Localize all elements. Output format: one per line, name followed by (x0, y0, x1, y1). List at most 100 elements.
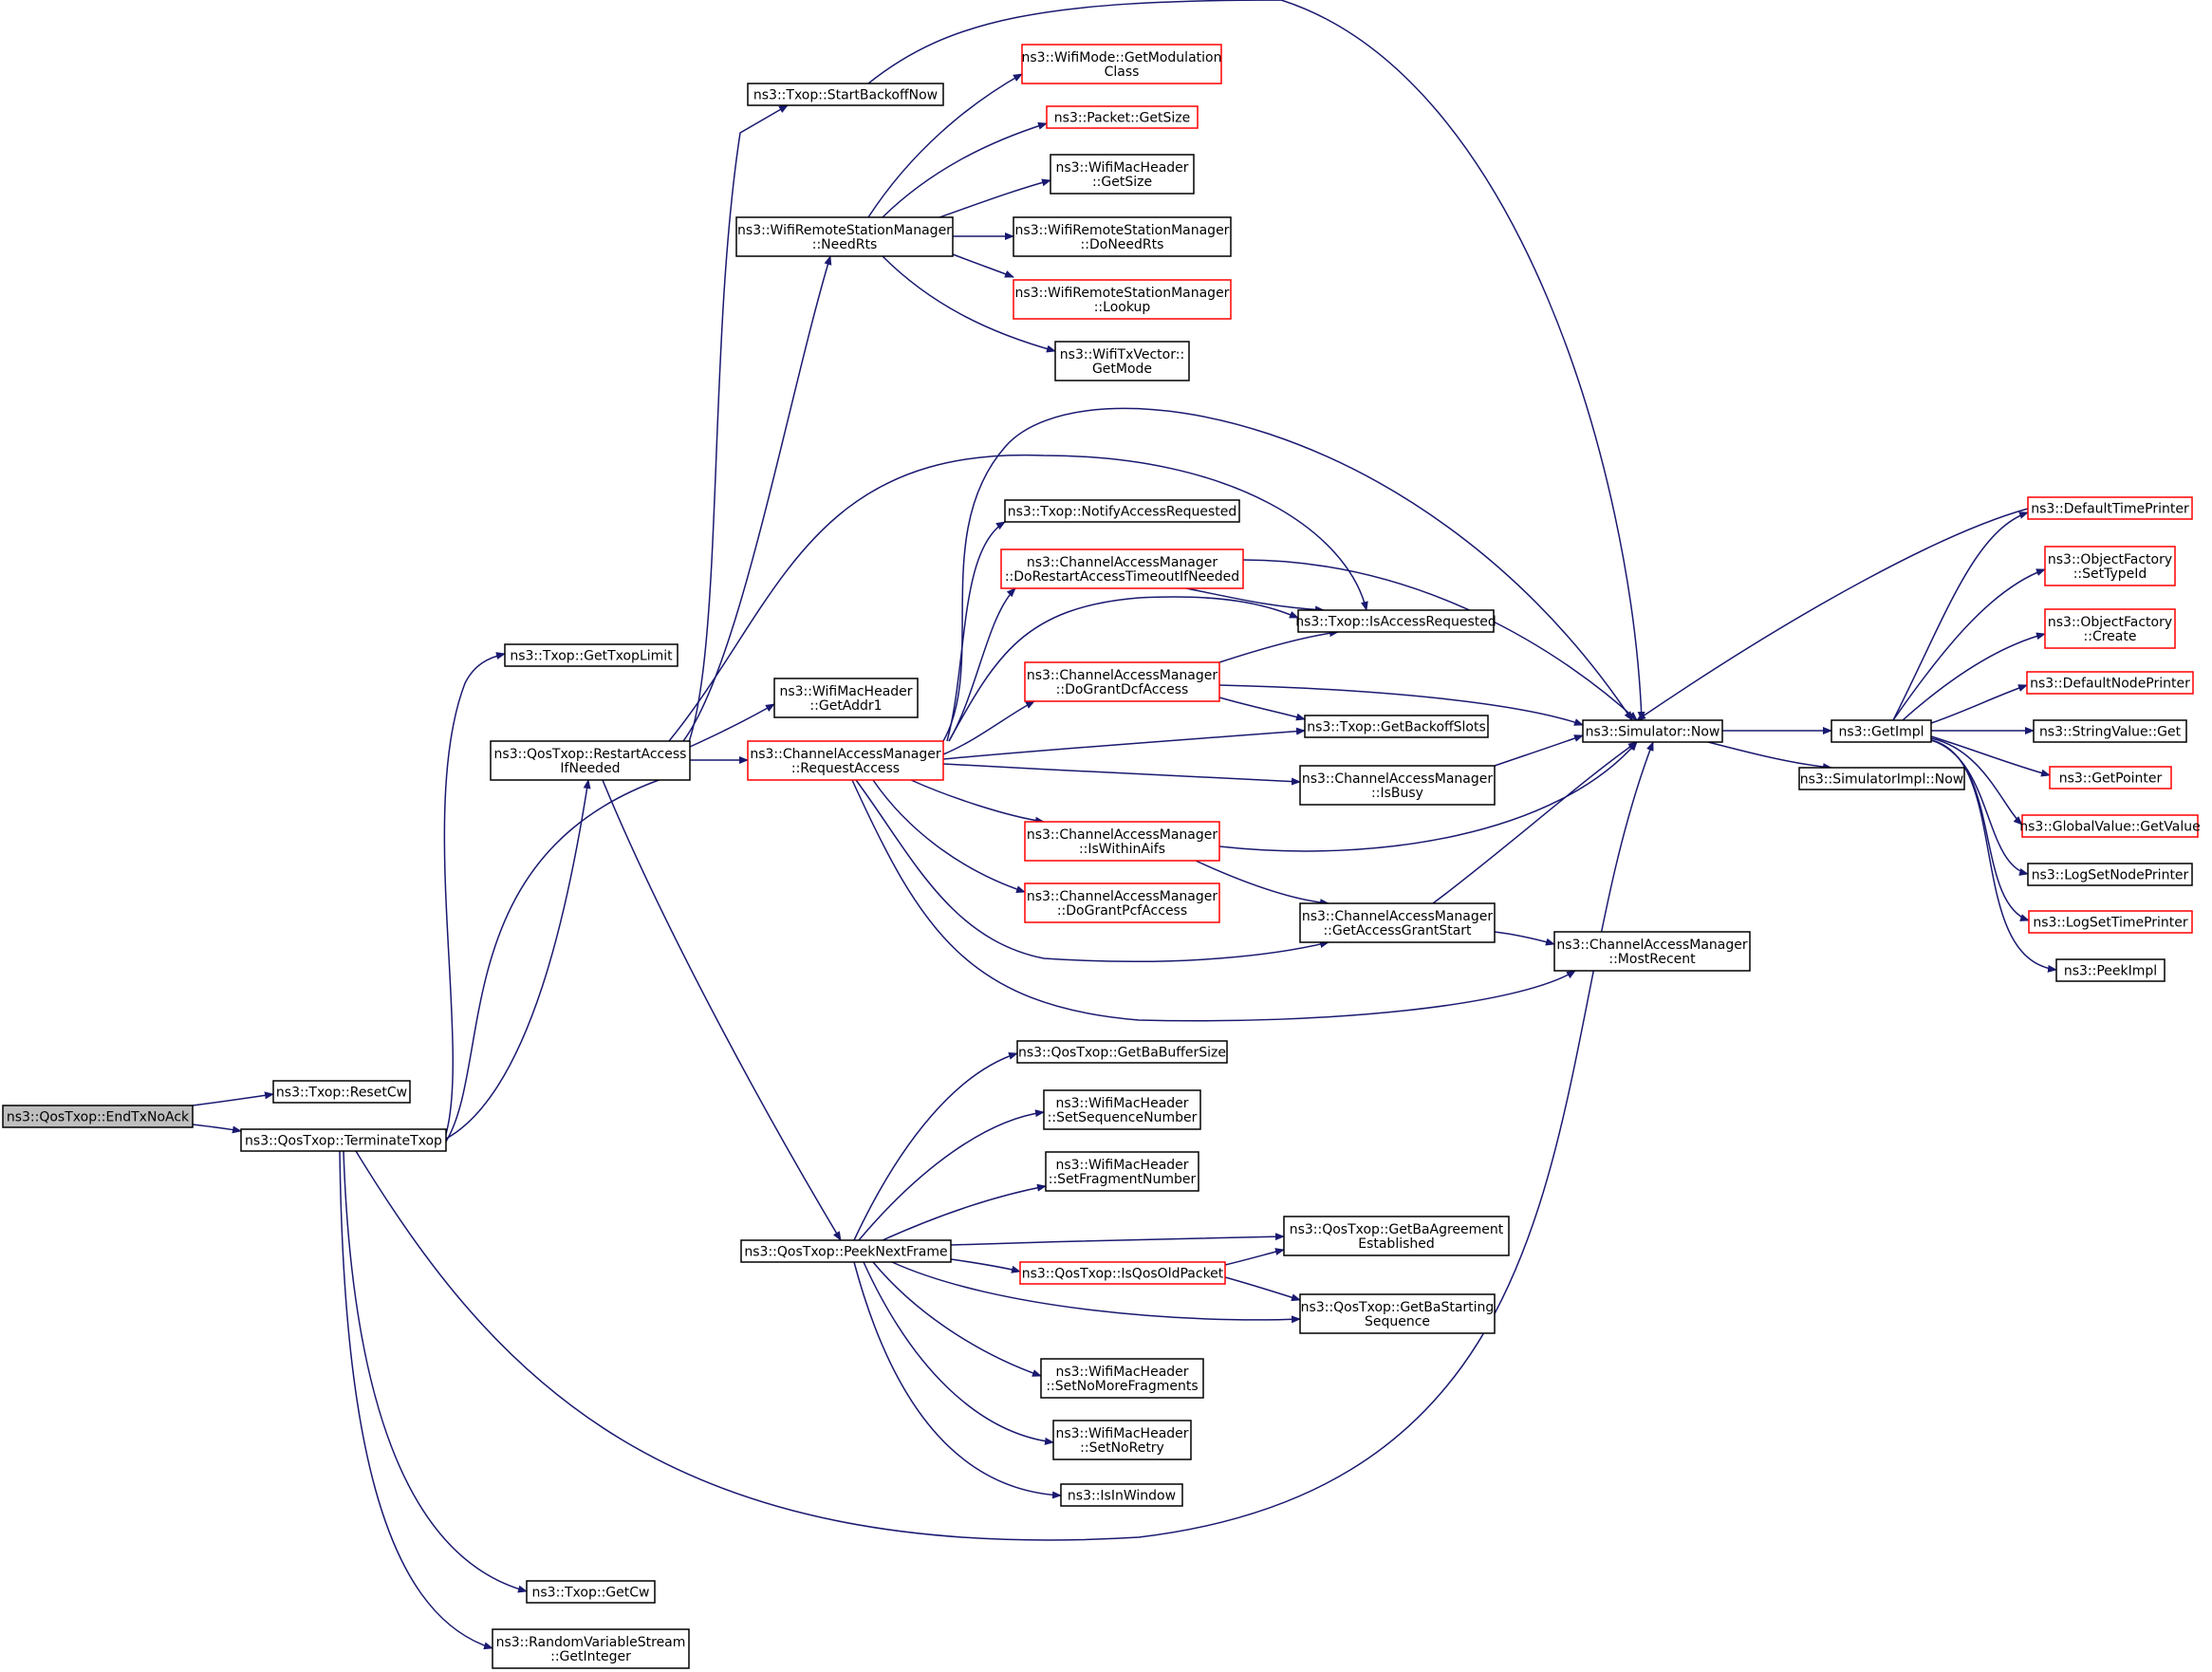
node-get-access-grant-start[interactable]: ns3::ChannelAccessManager::GetAccessGran… (1299, 902, 1496, 943)
node-label: IfNeeded (560, 761, 620, 776)
node-packet-get-size[interactable]: ns3::Packet::GetSize (1046, 105, 1199, 129)
node-label: ns3::WifiMacHeader (1055, 160, 1188, 176)
node-get-cw[interactable]: ns3::Txop::GetCw (526, 1580, 656, 1604)
node-mac-header-get-size[interactable]: ns3::WifiMacHeader::GetSize (1050, 154, 1195, 195)
node-label: ns3::LogSetTimePrinter (2033, 916, 2188, 931)
node-label: ns3::GlobalValue::GetValue (2019, 820, 2200, 835)
node-box (2027, 496, 2193, 520)
node-peek-next-frame[interactable]: ns3::QosTxop::PeekNextFrame (740, 1239, 952, 1263)
node-set-no-more-fragments[interactable]: ns3::WifiMacHeader::SetNoMoreFragments (1040, 1358, 1204, 1399)
node-terminate-txop[interactable]: ns3::QosTxop::TerminateTxop (240, 1128, 447, 1152)
node-label: Class (1105, 65, 1140, 80)
node-label: ::GetAddr1 (809, 698, 882, 714)
node-label: ns3::Txop::GetTxopLimit (510, 649, 673, 664)
node-most-recent[interactable]: ns3::ChannelAccessManager::MostRecent (1553, 931, 1751, 972)
node-label: ns3::QosTxop::IsQosOldPacket (1022, 1267, 1224, 1282)
node-is-busy[interactable]: ns3::ChannelAccessManager::IsBusy (1299, 765, 1496, 806)
node-get-pointer[interactable]: ns3::GetPointer (2049, 766, 2172, 790)
node-label: ns3::WifiRemoteStationManager (1015, 286, 1230, 301)
node-set-sequence-number[interactable]: ns3::WifiMacHeader::SetSequenceNumber (1043, 1089, 1201, 1130)
node-set-no-retry[interactable]: ns3::WifiMacHeader::SetNoRetry (1052, 1420, 1192, 1460)
node-global-value-get-value[interactable]: ns3::GlobalValue::GetValue (2019, 814, 2201, 838)
node-label: Established (1358, 1236, 1435, 1252)
node-label: ::GetSize (1092, 175, 1152, 190)
node-box (490, 740, 691, 781)
node-lookup[interactable]: ns3::WifiRemoteStationManager::Lookup (1013, 279, 1232, 320)
node-reset-cw[interactable]: ns3::Txop::ResetCw (272, 1080, 411, 1104)
node-label: ns3::WifiRemoteStationManager (1015, 223, 1230, 238)
edge-need-rts-to-mac-header-get-size (939, 178, 1051, 218)
node-box (526, 1580, 656, 1604)
edge-request-access-to-simulator-now (942, 407, 1633, 742)
node-start-backoff-now[interactable]: ns3::Txop::StartBackoffNow (747, 83, 944, 106)
node-do-grant-dcf-access[interactable]: ns3::ChannelAccessManager::DoGrantDcfAcc… (1024, 661, 1220, 702)
node-is-within-aifs[interactable]: ns3::ChannelAccessManager::IsWithinAifs (1024, 821, 1220, 862)
node-simulator-now[interactable]: ns3::Simulator::Now (1582, 719, 1723, 743)
edge-need-rts-to-lookup (952, 253, 1014, 278)
node-get-addr1[interactable]: ns3::WifiMacHeader::GetAddr1 (773, 678, 919, 718)
node-default-node-printer[interactable]: ns3::DefaultNodePrinter (2026, 671, 2194, 695)
node-create[interactable]: ns3::ObjectFactory::Create (2044, 608, 2176, 649)
node-label: ::SetFragmentNumber (1049, 1172, 1197, 1187)
node-label: ns3::ChannelAccessManager (1027, 827, 1218, 843)
node-get-mode[interactable]: ns3::WifiTxVector::GetMode (1054, 341, 1190, 381)
node-do-restart-access-timeout-if-needed[interactable]: ns3::ChannelAccessManager::DoRestartAcce… (1000, 548, 1244, 589)
node-get-backoff-slots[interactable]: ns3::Txop::GetBackoffSlots (1304, 715, 1489, 738)
node-request-access[interactable]: ns3::ChannelAccessManager::RequestAccess (747, 740, 944, 781)
node-simulator-impl-now[interactable]: ns3::SimulatorImpl::Now (1798, 767, 1965, 790)
edge-get-impl-to-simulator-now (1636, 508, 2029, 721)
node-box (1299, 765, 1496, 806)
nodes-layer: ns3::QosTxop::EndTxNoAck ns3::Txop::Reset… (2, 44, 2201, 1669)
node-label: GetMode (1092, 362, 1152, 377)
node-set-fragment-number[interactable]: ns3::WifiMacHeader::SetFragmentNumber (1045, 1151, 1199, 1192)
node-box (1024, 661, 1220, 702)
node-end-tx-no-ack[interactable]: ns3::QosTxop::EndTxNoAck (2, 1105, 194, 1128)
edge-terminate-txop-to-get-txop-limit (443, 652, 506, 1135)
node-get-ba-buffer-size[interactable]: ns3::QosTxop::GetBaBufferSize (1016, 1040, 1228, 1064)
node-string-value-get[interactable]: ns3::StringValue::Get (2033, 719, 2187, 743)
edge-is-within-aifs-to-simulator-now (1218, 741, 1638, 852)
node-is-qos-old-packet[interactable]: ns3::QosTxop::IsQosOldPacket (1019, 1261, 1226, 1285)
node-need-rts[interactable]: ns3::WifiRemoteStationManager::NeedRts (735, 216, 954, 257)
edge-get-impl-to-default-time-printer (1892, 511, 2029, 721)
edge-do-grant-dcf-access-to-is-access-requested (1218, 629, 1339, 663)
node-box (1024, 882, 1220, 923)
node-label: ns3::ChannelAccessManager (1027, 668, 1218, 683)
node-box (2026, 671, 2194, 695)
node-do-need-rts[interactable]: ns3::WifiRemoteStationManager::DoNeedRts (1013, 216, 1232, 257)
edge-need-rts-to-packet-get-size (882, 121, 1048, 218)
node-get-impl[interactable]: ns3::GetImpl (1831, 719, 1932, 743)
node-notify-access-requested[interactable]: ns3::Txop::NotifyAccessRequested (1004, 499, 1240, 523)
node-box (1831, 719, 1932, 743)
node-label: ns3::GetPointer (2059, 771, 2163, 787)
node-box (2, 1105, 194, 1128)
node-do-grant-pcf-access[interactable]: ns3::ChannelAccessManager::DoGrantPcfAcc… (1024, 882, 1220, 923)
edge-request-access-to-notify-access-requested (946, 521, 1006, 742)
node-box (2044, 546, 2176, 586)
node-box (1054, 341, 1190, 381)
node-box (1297, 609, 1495, 633)
node-default-time-printer[interactable]: ns3::DefaultTimePrinter (2027, 496, 2193, 520)
node-log-set-time-printer[interactable]: ns3::LogSetTimePrinter (2028, 910, 2193, 934)
edge-terminate-txop-to-restart-access-if-needed (445, 779, 591, 1140)
node-label: ::Create (2084, 629, 2137, 644)
node-box (1024, 821, 1220, 862)
node-label: ns3::ChannelAccessManager (1302, 771, 1494, 787)
node-peek-impl[interactable]: ns3::PeekImpl (2055, 958, 2166, 982)
node-box (1004, 499, 1240, 523)
node-is-in-window[interactable]: ns3::IsInWindow (1060, 1483, 1183, 1507)
node-get-txop-limit[interactable]: ns3::Txop::GetTxopLimit (504, 643, 678, 667)
node-is-access-requested[interactable]: ns3::Txop::IsAccessRequested (1295, 609, 1496, 633)
node-label: ns3::Txop::ResetCw (276, 1086, 407, 1101)
node-set-type-id[interactable]: ns3::ObjectFactory::SetTypeId (2044, 546, 2176, 586)
edge-request-access-to-get-access-grant-start (855, 779, 1329, 963)
edge-get-access-grant-start-to-simulator-now (1432, 741, 1638, 904)
node-get-integer[interactable]: ns3::RandomVariableStream::GetInteger (492, 1628, 690, 1669)
edge-is-busy-to-simulator-now (1494, 734, 1584, 767)
node-label: ns3::DefaultNodePrinter (2030, 677, 2190, 692)
node-log-set-node-printer[interactable]: ns3::LogSetNodePrinter (2027, 863, 2193, 886)
